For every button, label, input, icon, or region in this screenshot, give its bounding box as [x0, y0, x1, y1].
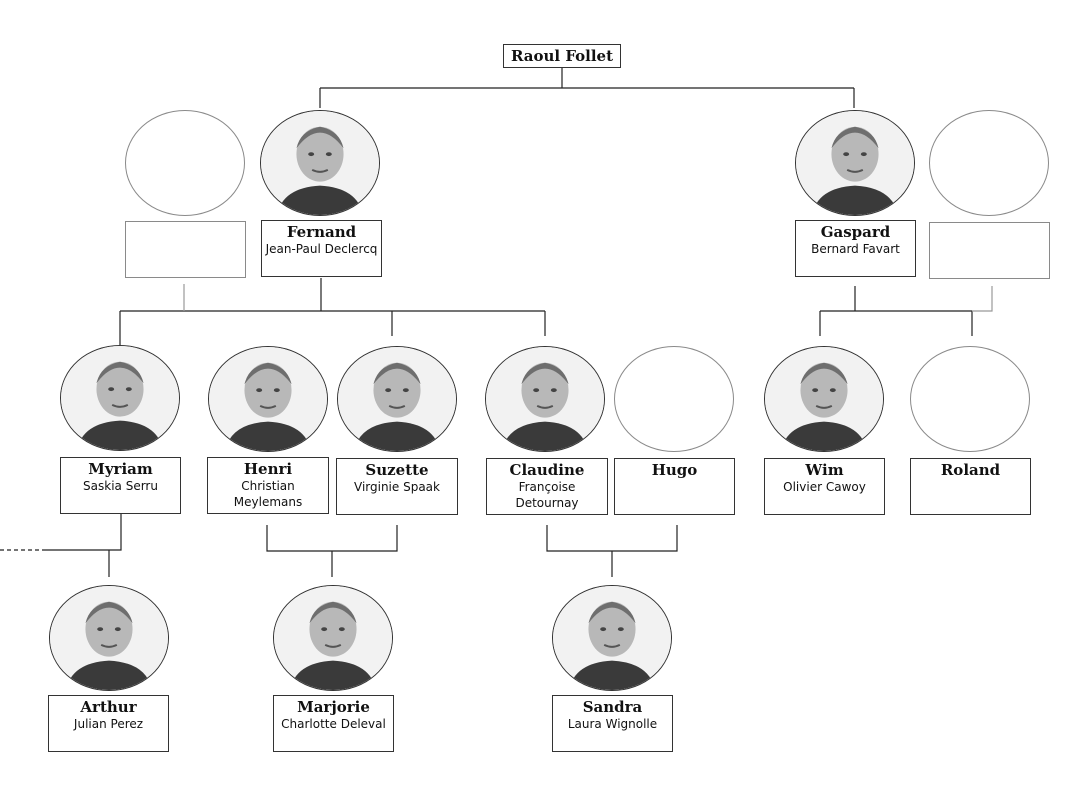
name-box — [125, 221, 246, 278]
character-name: Myriam — [88, 460, 153, 478]
person-icon — [61, 346, 179, 450]
character-name: Claudine — [509, 461, 585, 479]
character-name: Suzette — [365, 461, 429, 479]
character-name: Gaspard — [820, 223, 891, 241]
empty-portrait — [614, 346, 734, 452]
empty-portrait — [910, 346, 1030, 452]
portrait-photo — [208, 346, 328, 452]
portrait-photo — [260, 110, 380, 216]
actor-name: Christian Meylemans — [233, 479, 303, 509]
person-icon — [274, 586, 392, 690]
character-name: Henri — [243, 460, 293, 478]
actor-name: Julian Perez — [73, 717, 144, 731]
actor-name: Françoise Detournay — [515, 480, 579, 510]
character-name: Wim — [805, 461, 844, 479]
empty-portrait — [125, 110, 245, 216]
portrait-photo — [273, 585, 393, 691]
portrait-photo — [337, 346, 457, 452]
portrait-photo — [764, 346, 884, 452]
portrait-photo — [485, 346, 605, 452]
character-name: Fernand — [286, 223, 357, 241]
person-icon — [765, 347, 883, 451]
actor-name: Laura Wignolle — [567, 717, 658, 731]
person-icon — [338, 347, 456, 451]
person-icon — [796, 111, 914, 215]
portrait-photo — [60, 345, 180, 451]
name-box: Hugo — [614, 458, 735, 515]
person-icon — [553, 586, 671, 690]
actor-name: Olivier Cawoy — [783, 480, 866, 494]
person-icon — [50, 586, 168, 690]
connector — [119, 278, 546, 346]
actor-name: Saskia Serru — [83, 479, 158, 493]
connector — [319, 68, 855, 108]
person-icon — [261, 111, 379, 215]
connector — [266, 525, 398, 577]
character-name: Sandra — [582, 698, 643, 716]
character-name: Hugo — [651, 461, 698, 479]
person-icon — [486, 347, 604, 451]
actor-name: Jean-Paul Declercq — [265, 242, 378, 256]
connector — [42, 514, 122, 577]
root-name-box: Raoul Follet — [503, 44, 621, 68]
portrait-photo — [795, 110, 915, 216]
connector — [972, 286, 993, 312]
person-icon — [209, 347, 327, 451]
character-name: Roland — [940, 461, 1001, 479]
character-name: Marjorie — [297, 698, 370, 716]
actor-name: Bernard Favart — [811, 242, 900, 256]
actor-name: Charlotte Deleval — [281, 717, 386, 731]
portrait-photo — [552, 585, 672, 691]
connector — [546, 525, 678, 577]
name-box: Roland — [910, 458, 1031, 515]
name-box — [929, 222, 1050, 279]
portrait-photo — [49, 585, 169, 691]
actor-name: Virginie Spaak — [354, 480, 440, 494]
character-name: Arthur — [80, 698, 137, 716]
connector — [819, 286, 973, 336]
empty-portrait — [929, 110, 1049, 216]
